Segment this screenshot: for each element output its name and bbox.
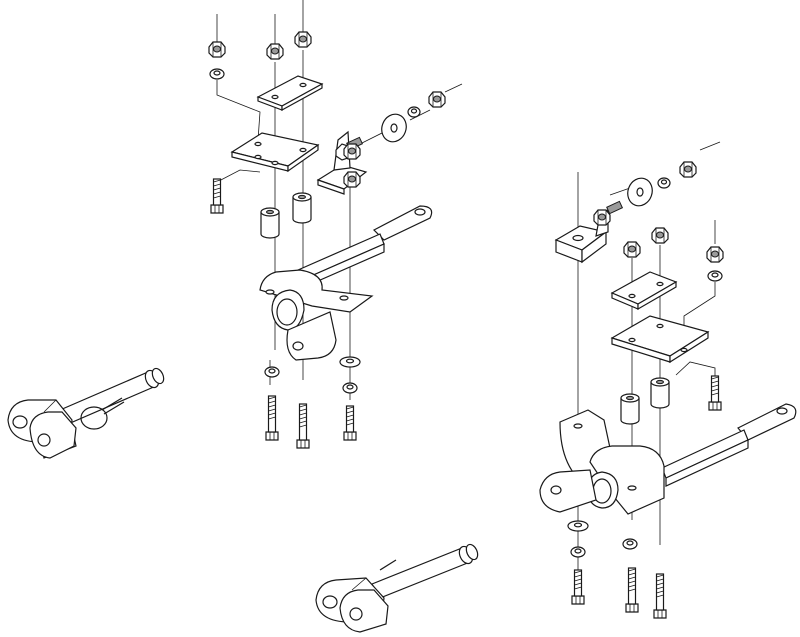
- hex-nut: [208, 41, 226, 58]
- arm-bracket: [259, 205, 433, 361]
- hex-nut: [706, 246, 724, 263]
- bolt: [265, 395, 279, 441]
- top-plate: [610, 271, 678, 311]
- hex-nut: [623, 241, 641, 258]
- lock-washer: [209, 68, 225, 80]
- hex-nut: [294, 31, 312, 48]
- flat-washer: [627, 177, 653, 207]
- arm-bracket: [539, 403, 797, 515]
- hex-nut: [428, 91, 446, 108]
- right-lower-assembly: [539, 141, 797, 619]
- hex-nut: [343, 171, 361, 188]
- top-plate: [256, 75, 324, 112]
- hair-pin-clip: [80, 397, 125, 430]
- clevis: [315, 577, 389, 633]
- bolt: [343, 405, 357, 441]
- hex-nut: [651, 227, 669, 244]
- bolt: [210, 178, 224, 214]
- assembly-axis-lines: [216, 0, 463, 400]
- bolt: [625, 567, 639, 613]
- clevis: [7, 399, 77, 459]
- hex-nut: [593, 209, 611, 226]
- bracket-bolt: [606, 200, 624, 215]
- spacer: [620, 393, 640, 425]
- clevis-pin-left: [7, 367, 165, 459]
- bolt: [296, 403, 310, 449]
- flat-washer: [339, 356, 361, 368]
- hex-nut: [343, 143, 361, 160]
- left-upper-assembly: [208, 0, 463, 449]
- lock-washer: [707, 270, 723, 282]
- spacer: [292, 192, 312, 224]
- hex-nut: [679, 161, 697, 178]
- flat-washer: [381, 113, 407, 143]
- lock-washer: [622, 538, 638, 550]
- pin: [371, 543, 479, 599]
- lock-washer: [407, 106, 421, 118]
- lock-washer: [264, 366, 280, 378]
- mount-plate: [610, 315, 710, 364]
- flat-washer: [567, 520, 589, 532]
- bolt: [571, 569, 585, 605]
- lock-washer: [570, 546, 586, 558]
- hex-nut: [266, 43, 284, 60]
- spacer: [260, 207, 280, 239]
- lock-washer: [657, 177, 671, 189]
- bolt: [708, 375, 722, 411]
- lock-washer: [342, 382, 358, 394]
- mount-plate: [230, 132, 320, 173]
- clevis-pin-bottom: [315, 543, 479, 633]
- hair-pin-clip: [379, 559, 397, 571]
- bolt: [653, 573, 667, 619]
- spacer: [650, 377, 670, 409]
- pin: [59, 367, 165, 425]
